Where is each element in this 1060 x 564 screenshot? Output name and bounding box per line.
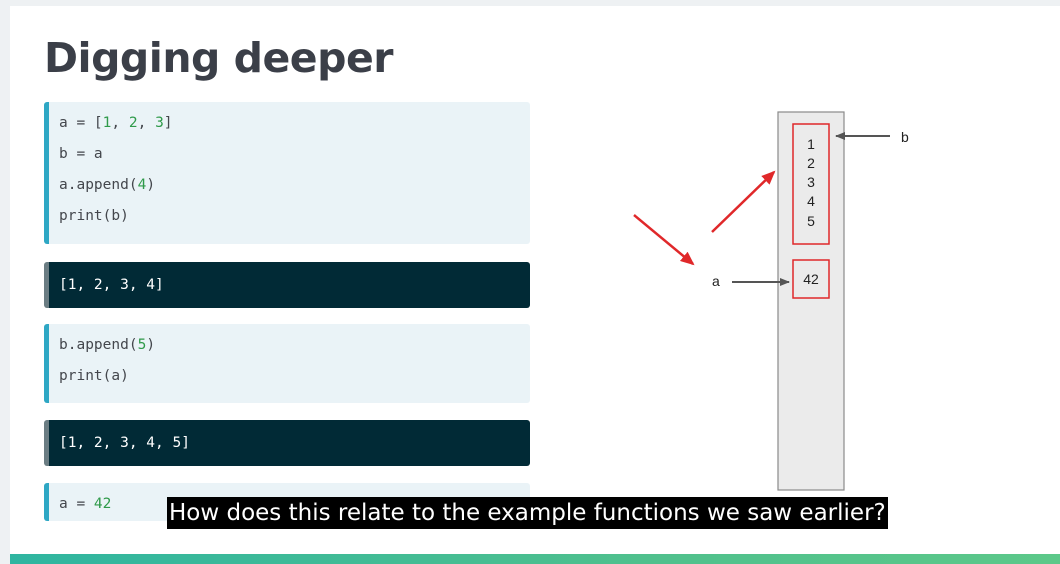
output-cell-2: [1, 2, 3, 4, 5] (44, 420, 530, 466)
code-token: ) (146, 177, 156, 193)
code-line: a.append(4) (59, 170, 530, 201)
code-number: 2 (128, 115, 138, 131)
subtitle-caption: How does this relate to the example func… (167, 497, 888, 529)
code-cell-1[interactable]: a = [1, 2, 3] b = a a.append(4) print(b) (44, 102, 530, 244)
list-value-4: 4 (807, 193, 815, 209)
code-line: b.append(5) (59, 330, 530, 361)
memory-diagram: 1 2 3 4 5 42 b a (633, 111, 909, 491)
code-token: b = a (59, 146, 103, 162)
slide-title: Digging deeper (44, 34, 394, 82)
code-line: print(a) (59, 361, 530, 392)
code-token: , (111, 115, 129, 131)
code-line: b = a (59, 139, 530, 170)
list-value-5: 5 (807, 213, 815, 229)
bottom-progress-bar (10, 554, 1060, 564)
code-number: 3 (155, 115, 164, 131)
code-token: print(b) (59, 208, 129, 224)
label-a: a (712, 273, 720, 289)
code-cell-2[interactable]: b.append(5) print(a) (44, 324, 530, 403)
red-arrow-to-a (633, 214, 695, 266)
label-b: b (901, 129, 909, 145)
list-object-box (792, 123, 830, 245)
code-token: , (137, 115, 156, 131)
output-cell-1: [1, 2, 3, 4] (44, 262, 530, 308)
code-line: a = [1, 2, 3] (59, 108, 530, 139)
int-value: 42 (803, 271, 819, 287)
code-number: 5 (137, 337, 147, 353)
code-number: 42 (93, 496, 112, 512)
code-token: ) (146, 337, 156, 353)
code-token: ] (163, 115, 173, 131)
red-arrow-to-list (711, 170, 776, 233)
list-value-1: 1 (807, 136, 815, 152)
code-number: 1 (102, 115, 112, 131)
code-token: a.append( (59, 177, 138, 193)
list-value-2: 2 (807, 155, 815, 171)
code-token: a = (59, 496, 94, 512)
code-token: a = [ (59, 115, 103, 131)
code-line: print(b) (59, 201, 530, 232)
code-line: a = 42 (59, 489, 530, 520)
list-value-3: 3 (807, 174, 815, 190)
code-token: print(a) (59, 368, 129, 384)
int-object-box (792, 259, 830, 299)
code-token: b.append( (59, 337, 138, 353)
code-number: 4 (137, 177, 147, 193)
